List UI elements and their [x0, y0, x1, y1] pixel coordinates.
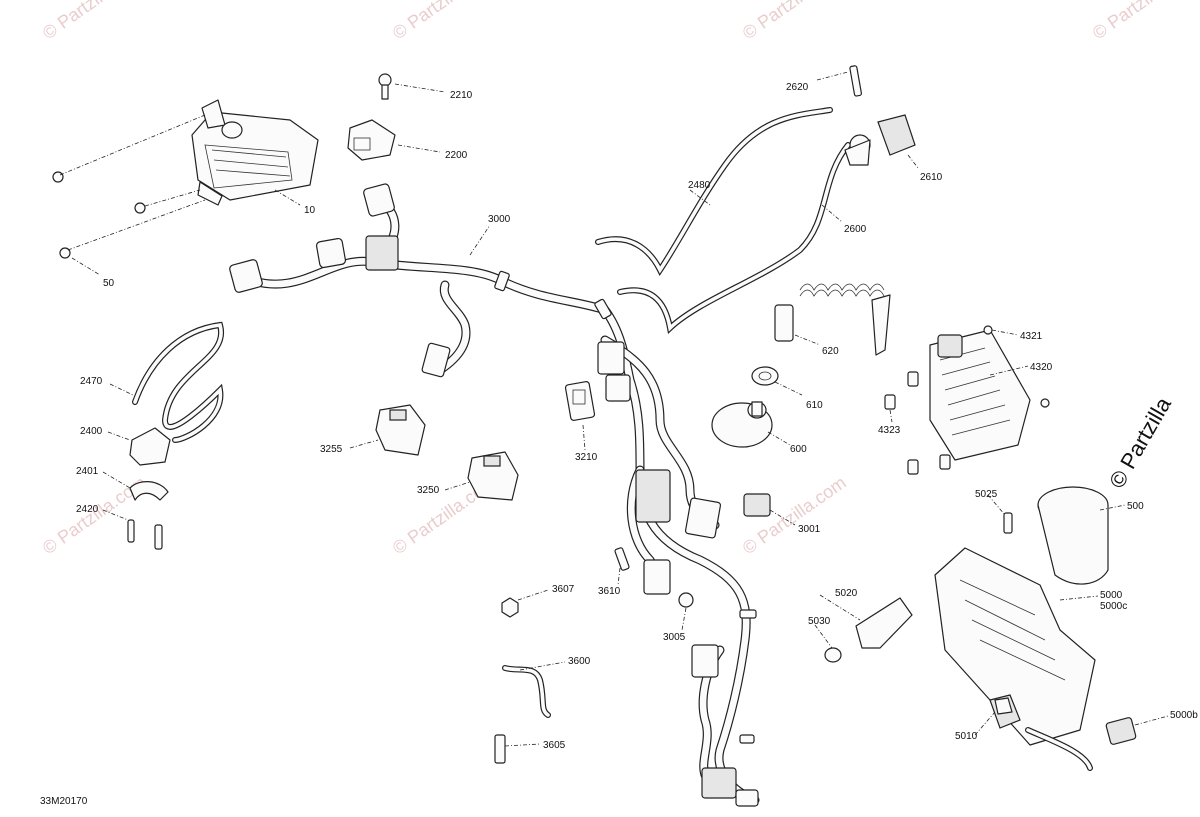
- callout-5000: 5000: [1100, 590, 1123, 601]
- connector-3001: [743, 493, 771, 517]
- callout-2470: 2470: [80, 376, 103, 387]
- watermark-mark: © Partzilla.com: [39, 0, 150, 43]
- ecm-5000: [824, 486, 1137, 771]
- callout-3605: 3605: [543, 740, 566, 751]
- callout-2480: 2480: [688, 180, 711, 191]
- callout-5010: 5010: [955, 731, 978, 742]
- callout-5020: 5020: [835, 588, 858, 599]
- callout-3607: 3607: [552, 584, 575, 595]
- callout-3610: 3610: [598, 586, 621, 597]
- main-harness-3000: [229, 183, 760, 807]
- ground-cable-3600: [494, 597, 551, 764]
- diagram-code: 33M20170: [40, 796, 88, 807]
- callout-4321: 4321: [1020, 331, 1043, 342]
- fuse-box-10: [52, 99, 319, 259]
- callout-620: 620: [822, 346, 839, 357]
- callout-2401: 2401: [76, 466, 99, 477]
- callout-2620: 2620: [786, 82, 809, 93]
- callout-5000c: 5000c: [1100, 601, 1127, 612]
- connector-3210: [564, 381, 596, 421]
- holder-assembly-2400: [127, 321, 225, 550]
- module-4320: [884, 325, 1050, 475]
- leader-lines: [59, 71, 1169, 747]
- callout-4320: 4320: [1030, 362, 1053, 373]
- callout-labels: 10 50 2210 2200 3000 2470 2400 2401 2420…: [76, 82, 1198, 751]
- callout-4323: 4323: [878, 425, 901, 436]
- callout-3005: 3005: [663, 632, 686, 643]
- bolt-3610: [614, 547, 630, 571]
- callout-2610: 2610: [920, 172, 943, 183]
- vent-tubes: [595, 107, 851, 334]
- watermark-mark: © Partzilla.com: [739, 0, 850, 43]
- switch-3250: [467, 451, 519, 501]
- callout-3210: 3210: [575, 452, 598, 463]
- callout-610: 610: [806, 400, 823, 411]
- callout-3001: 3001: [798, 524, 821, 535]
- callout-3255: 3255: [320, 444, 343, 455]
- watermark-layer: © Partzilla.com © Partzilla.com © Partzi…: [39, 0, 1200, 558]
- callout-2400: 2400: [80, 426, 103, 437]
- switch-3255: [375, 404, 426, 456]
- callout-50: 50: [103, 278, 115, 289]
- switch-600: [711, 366, 779, 448]
- callout-3000: 3000: [488, 214, 511, 225]
- callout-2200: 2200: [445, 150, 468, 161]
- callout-5025: 5025: [975, 489, 998, 500]
- bolt-3005: [678, 592, 694, 608]
- callout-5030: 5030: [808, 616, 831, 627]
- callout-10: 10: [304, 205, 316, 216]
- connector-2200: [347, 73, 396, 161]
- sensor-2610: [844, 65, 916, 166]
- callout-3250: 3250: [417, 485, 440, 496]
- callout-2600: 2600: [844, 224, 867, 235]
- watermark-mark: © Partzilla.com: [1089, 0, 1200, 43]
- callout-600: 600: [790, 444, 807, 455]
- callout-3600: 3600: [568, 656, 591, 667]
- callout-2210: 2210: [450, 90, 473, 101]
- callout-2420: 2420: [76, 504, 99, 515]
- coil-cord-620: [774, 283, 891, 356]
- callout-500x: 500: [1127, 501, 1144, 512]
- watermark-mark: © Partzilla.com: [389, 0, 500, 43]
- callout-5000b: 5000b: [1170, 710, 1198, 721]
